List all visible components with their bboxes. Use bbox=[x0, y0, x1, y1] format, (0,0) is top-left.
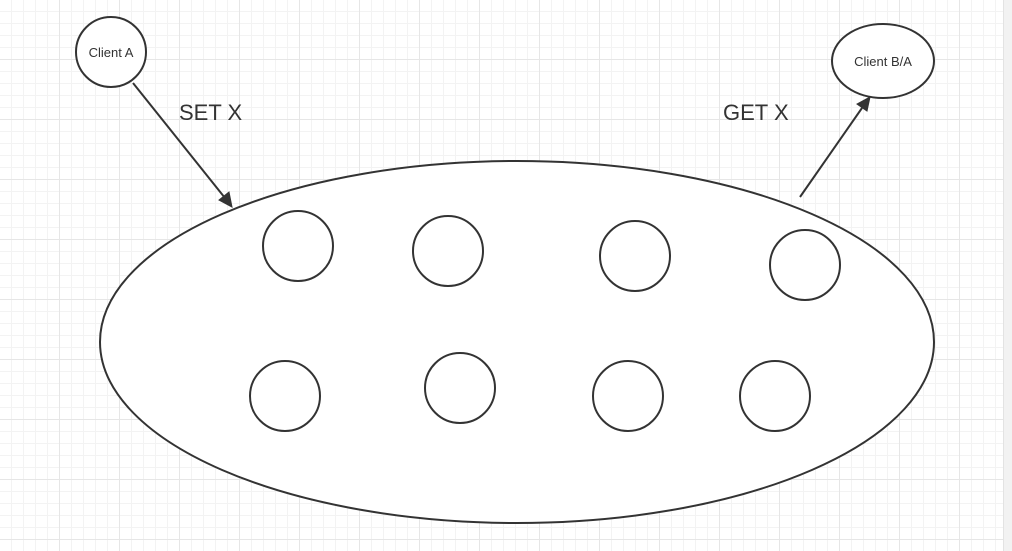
cluster-node[interactable] bbox=[599, 220, 671, 292]
get-edge-arrowhead bbox=[856, 96, 871, 112]
set-edge-arrowhead bbox=[218, 191, 233, 208]
get-edge-label: GET X bbox=[723, 100, 789, 125]
set-edge-line[interactable] bbox=[132, 82, 226, 199]
canvas-right-edge bbox=[1003, 0, 1012, 551]
cluster-node[interactable] bbox=[592, 360, 664, 432]
set-edge-label: SET X bbox=[179, 100, 243, 125]
cluster-ellipse[interactable] bbox=[99, 160, 935, 524]
cluster-node[interactable] bbox=[769, 229, 841, 301]
cluster-node[interactable] bbox=[739, 360, 811, 432]
client-b-node[interactable] bbox=[831, 23, 935, 99]
cluster-node[interactable] bbox=[412, 215, 484, 287]
cluster-node[interactable] bbox=[249, 360, 321, 432]
client-b-label: Client B/A bbox=[854, 54, 912, 69]
client-a-node[interactable] bbox=[75, 16, 147, 88]
cluster-node[interactable] bbox=[262, 210, 334, 282]
client-a-label: Client A bbox=[89, 45, 134, 60]
cluster-node[interactable] bbox=[424, 352, 496, 424]
get-edge-line[interactable] bbox=[799, 107, 863, 198]
